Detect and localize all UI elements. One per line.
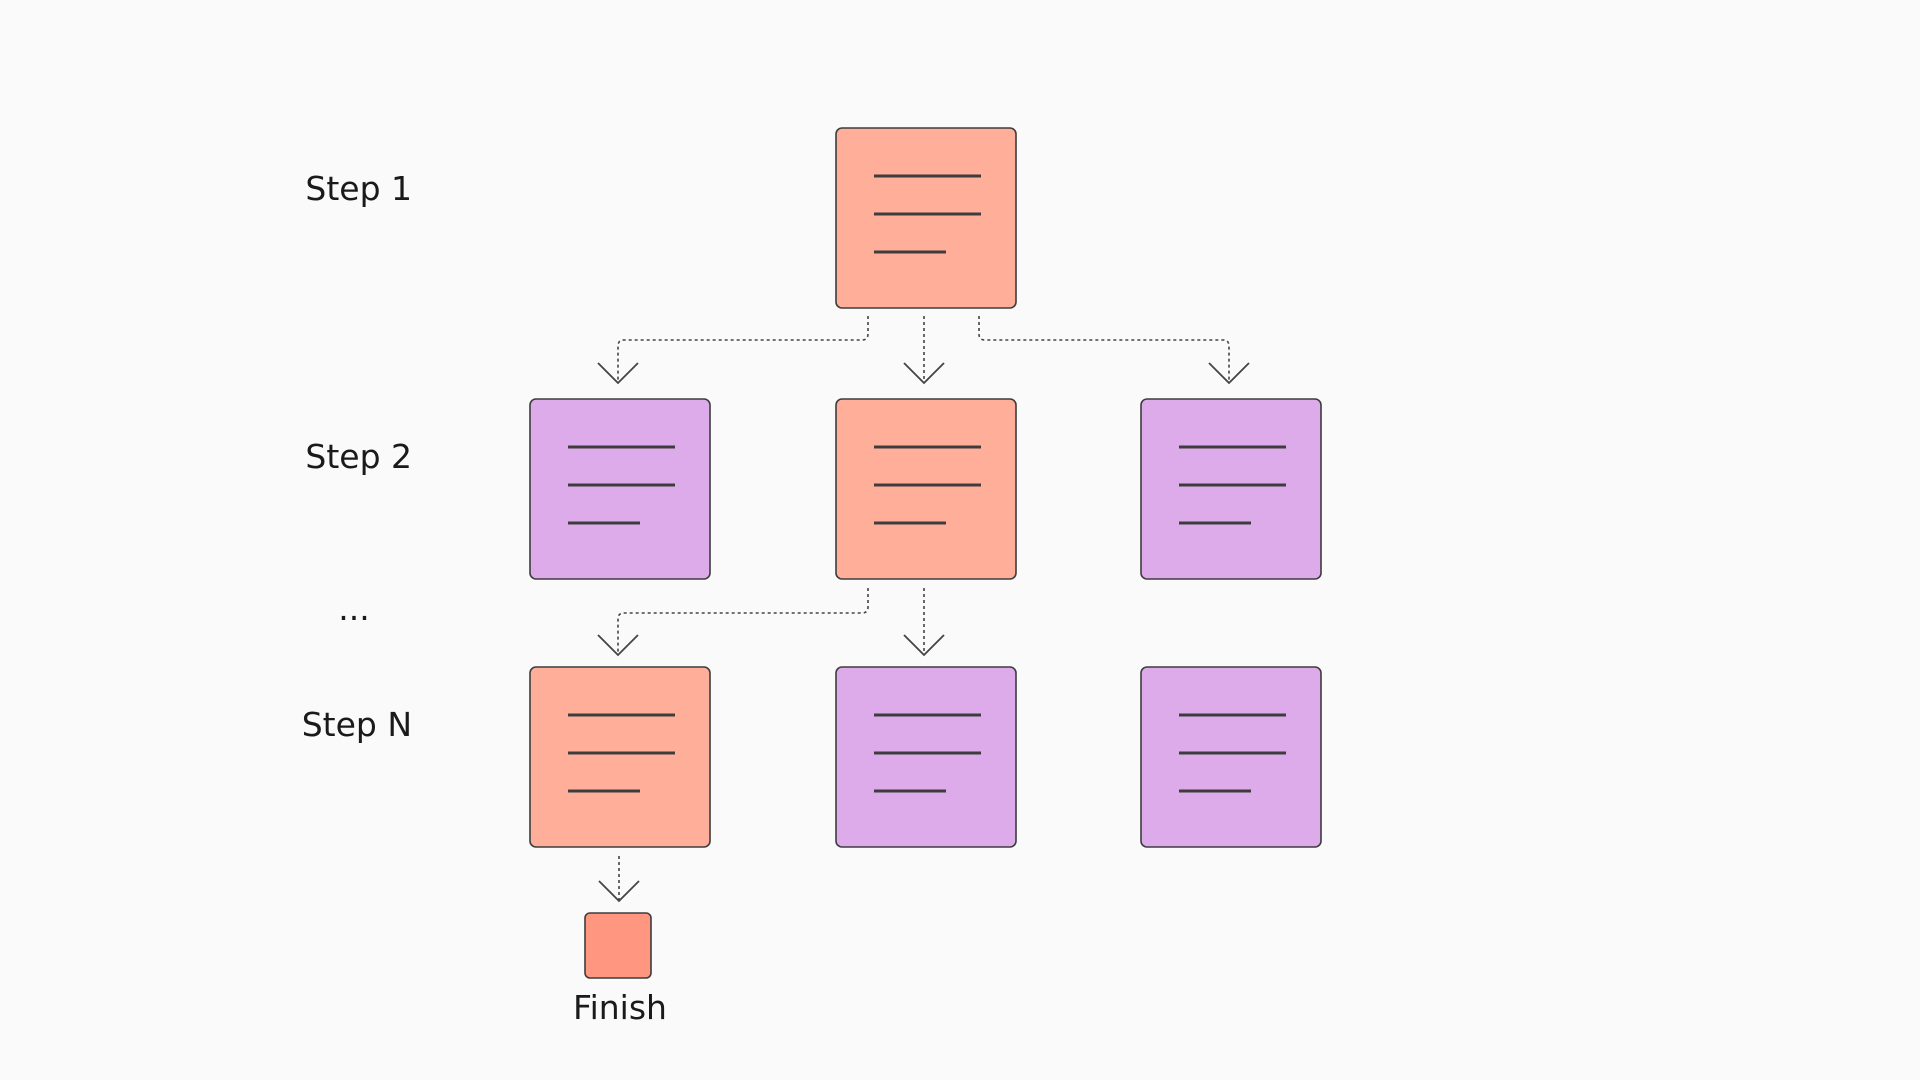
edge-line — [617, 316, 869, 383]
finish-label: Finish — [573, 988, 667, 1027]
finish-node — [584, 912, 652, 979]
edges-layer — [597, 316, 1250, 903]
document-lines-icon — [874, 713, 981, 793]
document-lines-icon — [568, 445, 675, 525]
node-box — [835, 398, 1017, 580]
node-box — [835, 666, 1017, 848]
node-step2-a — [529, 398, 711, 580]
row-label-step-2: Step 2 — [305, 437, 412, 476]
row-label-ellipsis: ... — [338, 589, 369, 628]
document-lines-icon — [568, 713, 675, 793]
document-lines-icon — [1179, 445, 1286, 525]
node-box — [529, 666, 711, 848]
row-label-step-1: Step 1 — [305, 169, 412, 208]
arrowhead-icon — [903, 634, 945, 657]
node-step2-b — [835, 398, 1017, 580]
node-step2-c — [1140, 398, 1322, 580]
node-box — [835, 127, 1017, 309]
node-step1-selected — [835, 127, 1017, 309]
arrowhead-icon — [597, 634, 639, 657]
edge-step2-b-to-stepN-a — [597, 588, 869, 657]
edge-step1-selected-to-step2-c — [978, 316, 1250, 385]
node-box — [1140, 398, 1322, 580]
arrowhead-icon — [903, 362, 945, 385]
edge-line — [978, 316, 1230, 383]
edge-step1-selected-to-step2-b — [903, 316, 945, 385]
arrowhead-icon — [1208, 362, 1250, 385]
node-box — [529, 398, 711, 580]
edge-line — [617, 588, 869, 655]
node-stepN-c — [1140, 666, 1322, 848]
edge-stepN-a-to-finish — [598, 856, 640, 903]
document-lines-icon — [874, 174, 981, 254]
document-lines-icon — [1179, 713, 1286, 793]
edge-step1-selected-to-step2-a — [597, 316, 869, 385]
row-label-step-n: Step N — [302, 705, 412, 744]
arrowhead-icon — [597, 362, 639, 385]
edge-step2-b-to-stepN-b — [903, 588, 945, 657]
document-lines-icon — [874, 445, 981, 525]
node-box — [1140, 666, 1322, 848]
node-stepN-b — [835, 666, 1017, 848]
nodes-layer — [529, 127, 1322, 848]
node-stepN-a — [529, 666, 711, 848]
arrowhead-icon — [598, 880, 640, 903]
